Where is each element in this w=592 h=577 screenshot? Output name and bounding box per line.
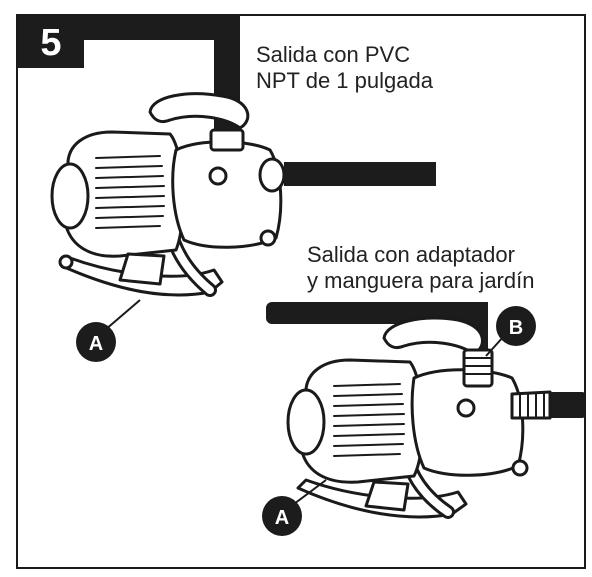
callout-b-badge	[496, 306, 536, 346]
hose-caption-line-2: y manguera para jardín	[307, 268, 535, 293]
callout-a-bottom-label: A	[275, 507, 289, 529]
panel-border	[16, 14, 586, 569]
step-badge	[18, 16, 84, 68]
hose-outlet-caption: Salida con adaptador y manguera para jar…	[307, 242, 534, 294]
pvc-outlet-caption: Salida con PVC NPT de 1 pulgada	[256, 42, 433, 94]
step-number: 5	[40, 22, 61, 64]
callout-b-label: B	[509, 317, 523, 339]
pvc-caption-line-1: Salida con PVC	[256, 42, 411, 67]
hose-caption-line-1: Salida con adaptador	[307, 242, 515, 267]
pump-top-icon	[50, 92, 286, 297]
callout-a-bottom-badge	[262, 496, 302, 536]
pump-bottom-icon	[286, 316, 552, 519]
callout-a-top-label: A	[89, 333, 103, 355]
callout-a-top-badge	[76, 322, 116, 362]
pvc-caption-line-2: NPT de 1 pulgada	[256, 68, 433, 93]
